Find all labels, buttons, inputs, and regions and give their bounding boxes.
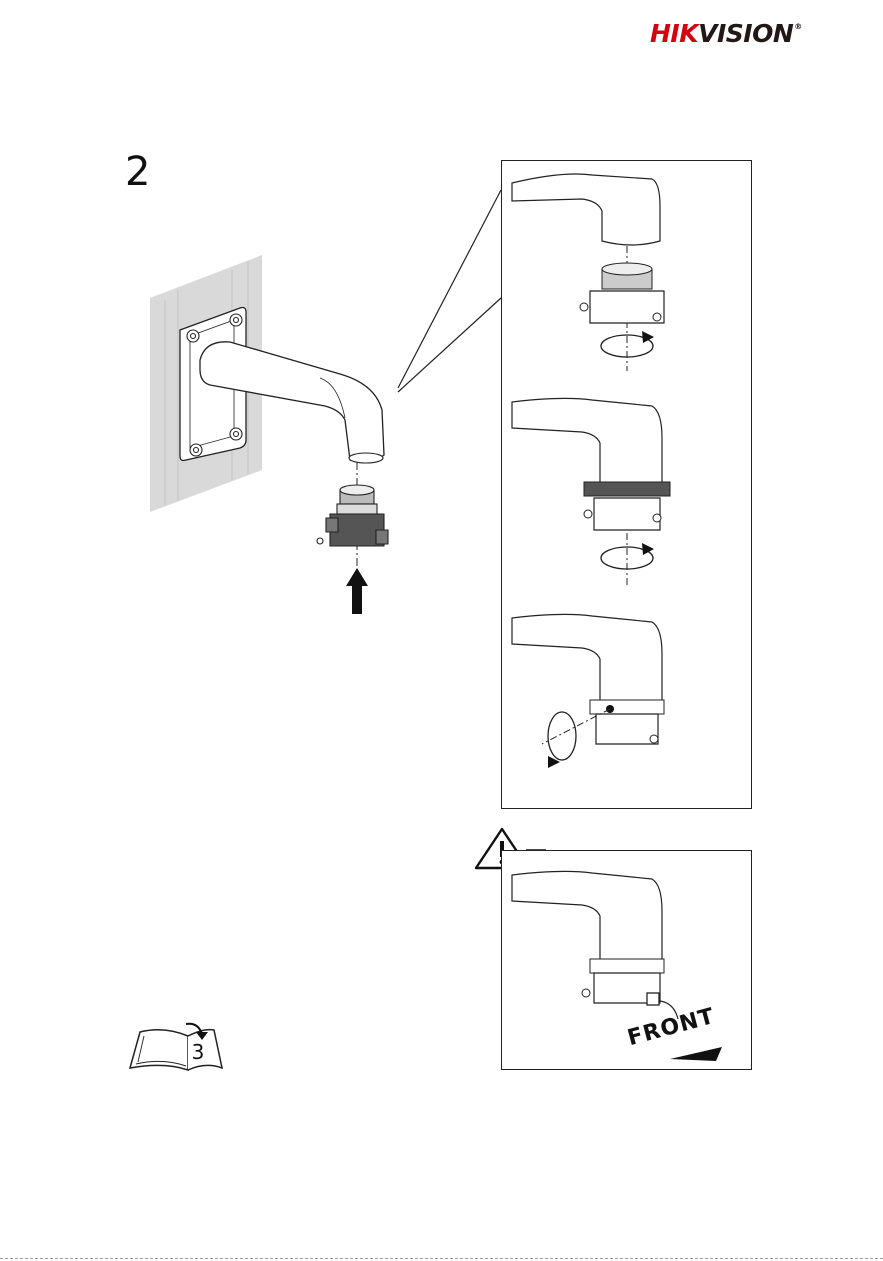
zoom-leader-line-top bbox=[398, 190, 501, 388]
detail-panel-2 bbox=[501, 378, 752, 595]
detail-panel-1 bbox=[501, 160, 752, 380]
detail-panel-3 bbox=[501, 594, 752, 809]
open-book-icon bbox=[126, 1018, 226, 1072]
arrow-up-icon bbox=[346, 568, 368, 614]
detail-panel-4: FRONT bbox=[501, 850, 752, 1070]
zoom-leader-line-bottom bbox=[398, 298, 501, 392]
footer-divider bbox=[0, 1258, 883, 1259]
rotate-arrow-icon bbox=[548, 712, 576, 768]
next-page-number: 3 bbox=[188, 1040, 208, 1064]
adapter-ring bbox=[317, 485, 388, 546]
front-arrow-icon bbox=[670, 1047, 722, 1061]
